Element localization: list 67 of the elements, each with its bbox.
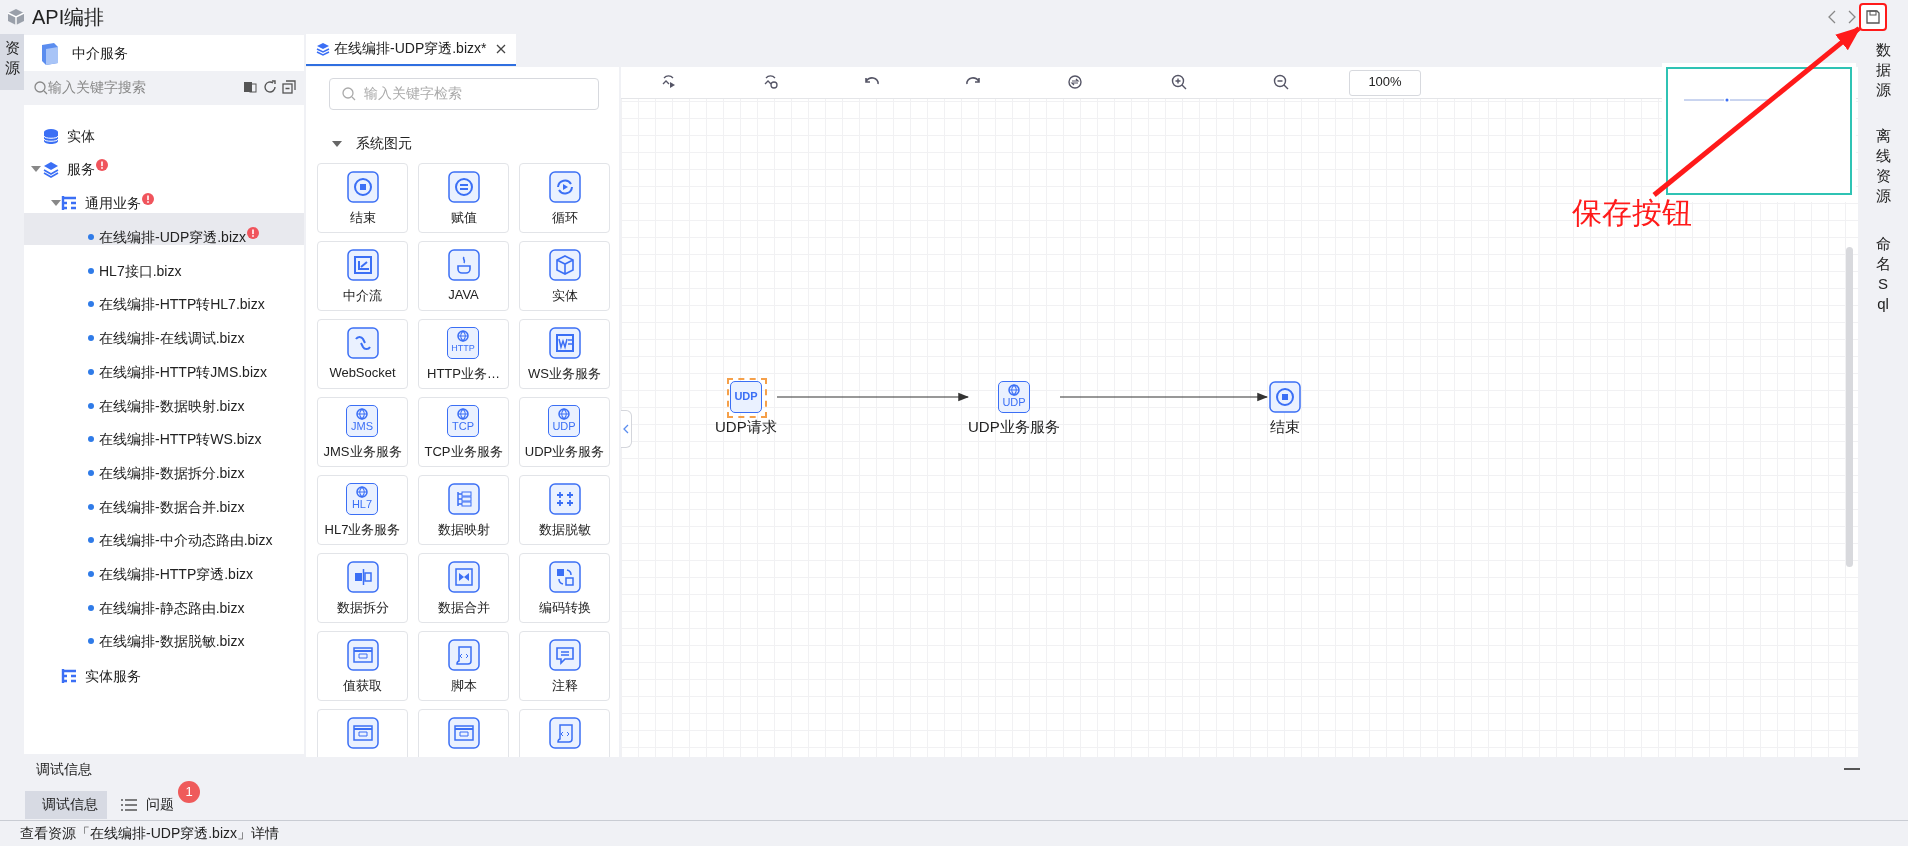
tile-label: 循环 [550, 209, 579, 227]
tile-label: 注释 [550, 677, 579, 695]
tile-label: 数据脱敏 [537, 521, 592, 539]
search-field: 输入关键字检索 [329, 78, 599, 110]
globe-tag-icon: HL7 [346, 483, 378, 515]
tile-label: HTTP业务… [426, 365, 501, 383]
tile-label: HL7业务服务 [323, 521, 402, 539]
node-label: 结束 [1270, 418, 1300, 436]
app-title: API编排 [32, 5, 105, 30]
tree-item-label: 在线编排-静态路由.bizx [99, 599, 245, 617]
globe-tag-icon: HTTP [447, 327, 479, 359]
tree-item-label: 在线编排-数据映射.bizx [99, 397, 245, 415]
tile-label: 值获取 [342, 677, 383, 695]
tree-item-label: 在线编排-中介动态路由.bizx [99, 531, 273, 549]
side-tab-label: 数据源 [1875, 40, 1891, 100]
globe-tag-icon: UDP [548, 405, 580, 437]
tree-item-label: 服务 [67, 160, 95, 178]
panel-title: 调试信息 [36, 761, 92, 779]
globe-tag-icon: UDP [998, 381, 1030, 413]
arrow [1059, 392, 1269, 402]
tree-item-label: 在线编排-数据脱敏.bizx [99, 632, 245, 650]
side-tab-label: 命名Sql [1875, 234, 1891, 314]
tile-label: 中介流 [342, 287, 383, 305]
tile-label: 脚本 [449, 677, 478, 695]
tag-icon: UDP [730, 381, 762, 413]
tile-label: UDP业务服务 [523, 443, 606, 461]
tile-label: JAVA [447, 287, 480, 302]
tree-item-label: 在线编排-HTTP转WS.bizx [99, 430, 262, 448]
tile-label: 结束 [348, 209, 377, 227]
tab-label: 问题 [146, 796, 174, 814]
tree-item-label: 在线编排-HTTP穿透.bizx [99, 565, 253, 583]
count-badge: 1 [178, 781, 200, 803]
tree-item-label: 在线编排-HTTP转HL7.bizx [99, 295, 265, 313]
tree-item-label: HL7接口.bizx [99, 262, 182, 280]
panel-title: 中介服务 [72, 45, 128, 63]
status-text: 查看资源「在线编排-UDP穿透.bizx」详情 [20, 825, 279, 843]
globe-tag-icon: JMS [346, 405, 378, 437]
tree-item-label: 实体服务 [85, 667, 141, 685]
tile-label: 数据合并 [436, 599, 491, 617]
arrow [776, 392, 970, 402]
zoom-field: 100% [1349, 70, 1421, 96]
tile-label: 编码转换 [537, 599, 592, 617]
tile-label: 数据拆分 [335, 599, 390, 617]
save-button [1859, 3, 1887, 31]
tile-label: WebSocket [328, 365, 397, 380]
section-title: 系统图元 [356, 135, 412, 153]
tree-item-label: 在线编排-在线调试.bizx [99, 329, 245, 347]
node-label: UDP请求 [715, 418, 777, 436]
annotation-text: 保存按钮 [1572, 195, 1692, 231]
tile-label: TCP业务服务 [423, 443, 504, 461]
side-tab-label: 离线资源 [1875, 126, 1891, 206]
tree-item-label: 通用业务 [85, 194, 141, 212]
globe-tag-icon: TCP [447, 405, 479, 437]
tile-label: 赋值 [449, 209, 478, 227]
node-label: UDP业务服务 [968, 418, 1060, 436]
bottom-tab: 调试信息 [25, 791, 107, 819]
tree-item-label: 实体 [67, 127, 95, 145]
tile-label: WS业务服务 [527, 365, 602, 383]
tile-label: 数据映射 [436, 521, 491, 539]
tile-label: 实体 [550, 287, 579, 305]
tab-title: 在线编排-UDP穿透.bizx* [334, 40, 487, 58]
tile-label: JMS业务服务 [322, 443, 403, 461]
tree-item-label: 在线编排-UDP穿透.bizx [99, 228, 246, 246]
tree-item-label: 在线编排-数据合并.bizx [99, 498, 245, 516]
side-tab: 资源 [0, 34, 24, 90]
tree-item-label: 在线编排-HTTP转JMS.bizx [99, 363, 267, 381]
tree-item-label: 在线编排-数据拆分.bizx [99, 464, 245, 482]
